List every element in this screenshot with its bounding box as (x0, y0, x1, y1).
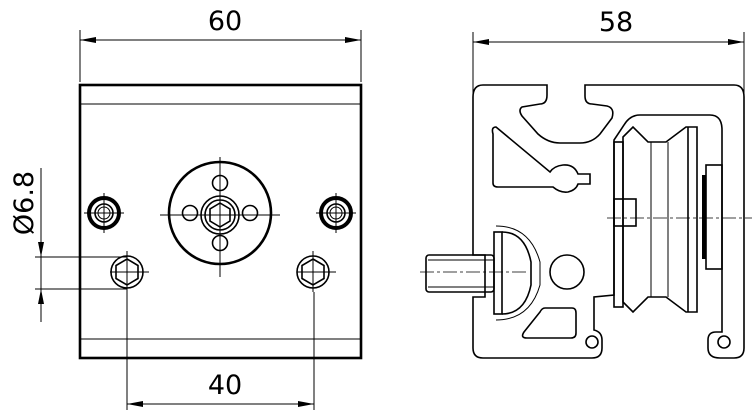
side-view: 58 (420, 7, 752, 359)
roller-wheel (607, 125, 752, 314)
dimension-60-label: 60 (208, 6, 242, 37)
dimension-40-label: 40 (208, 370, 242, 401)
dimension-60: 60 (79, 6, 362, 82)
profile-triangle-cavity (491, 126, 591, 193)
flange-hole-right (241, 204, 259, 222)
front-view: 60 40 Ø6.8 (9, 6, 363, 410)
hex-bolt-left (110, 251, 149, 292)
dimension-diameter: Ø6.8 (9, 168, 127, 322)
flange-hole-left (181, 204, 199, 222)
counterbore-left (84, 193, 124, 233)
roller-bearing (705, 164, 723, 270)
counterbore-right (316, 193, 356, 233)
profile-lower-cavity (521, 307, 577, 339)
central-flange (160, 157, 280, 277)
plate-outline (78, 83, 363, 360)
dimension-40: 40 (126, 292, 315, 410)
slot-hook-right (717, 335, 731, 349)
dimension-diameter-label: Ø6.8 (9, 171, 40, 235)
roller-axle-stub (613, 198, 637, 227)
profile-core-bore (549, 254, 585, 290)
slot-hook-left (585, 335, 599, 349)
profile-outline (472, 84, 745, 359)
dimension-58: 58 (472, 7, 745, 97)
dimension-58-label: 58 (599, 7, 633, 38)
hex-bolt-right (296, 251, 336, 292)
stud-bolt (420, 225, 541, 321)
